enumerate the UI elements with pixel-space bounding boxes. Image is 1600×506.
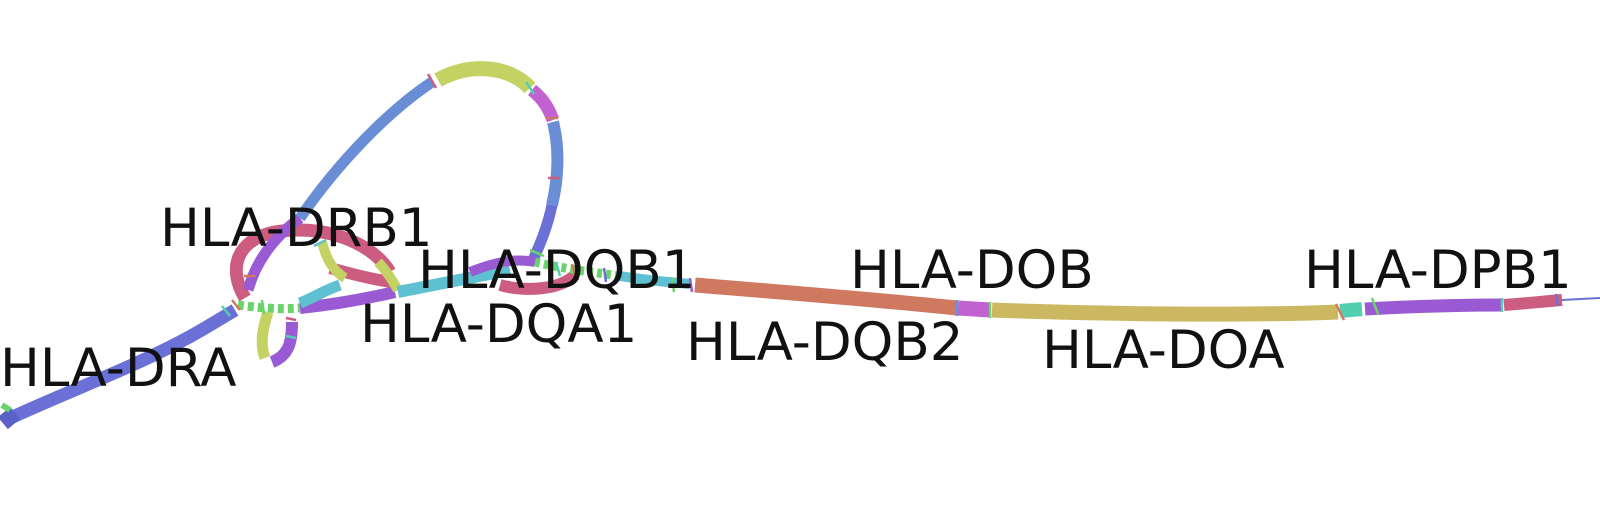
gene-label-hla-doa: HLA-DOA [1042, 320, 1285, 381]
segment-upper-loop-magenta [527, 84, 560, 123]
segment-center-cyan [297, 279, 342, 309]
segment-dqb2-orange [694, 277, 958, 316]
segment-dra-end-green [0, 402, 12, 413]
segment-drb1-rose-loop [229, 223, 396, 302]
segment-lime-right [374, 258, 403, 293]
tick [688, 277, 694, 293]
segment-upper-loop-descend [546, 120, 564, 207]
gene-label-hla-dqb2: HLA-DQB2 [686, 312, 963, 373]
segment-dqb1-cyan-right [619, 271, 691, 289]
gene-labels: HLA-DRB1 HLA-DQB1 HLA-DQA1 HLA-DRA HLA-D… [0, 198, 1572, 399]
segment-dqa1-cyan [396, 264, 512, 298]
tick [602, 267, 608, 283]
tick [285, 316, 297, 322]
tick [570, 263, 578, 279]
segment-dra-end-node [0, 406, 21, 430]
segment-dpb1-purple [1364, 298, 1503, 316]
gene-label-hla-dqb1: HLA-DQB1 [418, 240, 695, 301]
gene-label-hla-dob: HLA-DOB [850, 240, 1094, 301]
segment-dpb1-tail [1561, 297, 1600, 301]
segment-dob-magenta [957, 300, 991, 318]
tick [670, 277, 676, 293]
gene-label-hla-dqa1: HLA-DQA1 [360, 294, 637, 355]
segment-dqb1-rose [498, 270, 580, 295]
tick [313, 238, 327, 248]
segment-drb1-purple [242, 213, 304, 292]
segment-dqb1-purple [468, 255, 536, 277]
segment-upper-loop-lime [434, 61, 536, 94]
segment-purple-drop [269, 321, 298, 368]
tick [1370, 297, 1380, 315]
segment-center-purple [299, 286, 397, 314]
gene-label-hla-dra: HLA-DRA [0, 338, 237, 399]
segment-upper-loop-blue [295, 77, 436, 222]
segment-center-lime [237, 300, 301, 314]
segment-dra-tail [3, 304, 239, 426]
segment-doa-teal [1339, 302, 1363, 318]
tick [524, 81, 536, 95]
tick [260, 299, 266, 315]
tick [231, 299, 241, 311]
tick [1334, 303, 1346, 321]
segment-dpb1-rose [1503, 294, 1563, 311]
tick [529, 248, 545, 258]
segment-doa-mustard [991, 302, 1339, 322]
gene-label-hla-dpb1: HLA-DPB1 [1304, 240, 1572, 301]
node-ticks [221, 73, 1560, 340]
segment-lime-inner [317, 240, 348, 283]
gene-label-hla-drb1: HLA-DRB1 [160, 198, 433, 259]
tick [554, 261, 562, 277]
tick [221, 305, 231, 317]
tick [285, 334, 297, 340]
tick [1554, 293, 1560, 307]
tick [426, 73, 438, 89]
segment-lime-drop [256, 310, 274, 360]
